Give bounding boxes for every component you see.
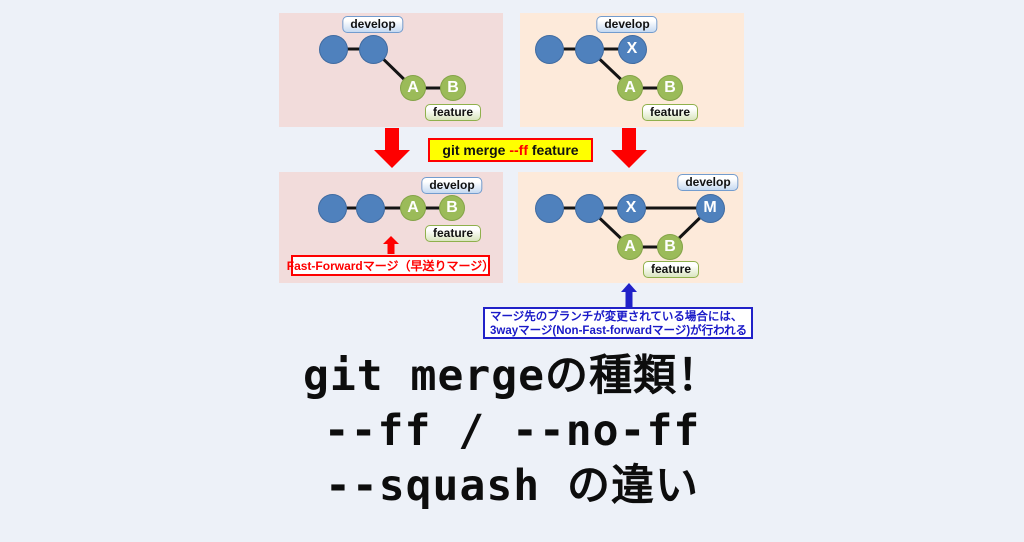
branch-lines bbox=[330, 206, 454, 210]
merge-arrow-down-left bbox=[374, 128, 410, 168]
commit-node bbox=[534, 193, 564, 223]
merge-arrow-down-right bbox=[611, 128, 647, 168]
fast-forward-annotation: Fast-Forwardマージ（早送りマージ） bbox=[287, 255, 494, 276]
develop-branch-label: develop bbox=[342, 16, 404, 33]
command-prefix: git merge bbox=[442, 142, 510, 158]
commit-node-a: A bbox=[400, 195, 426, 221]
title-line2: --ff / --no-ff bbox=[323, 406, 701, 456]
commit-node-a: A bbox=[400, 75, 426, 101]
command-ff-flag: --ff bbox=[509, 142, 528, 158]
commit-node bbox=[355, 193, 385, 223]
title-line1: git mergeの種類！ bbox=[303, 351, 721, 401]
commit-node bbox=[534, 34, 564, 64]
title-line3: --squash の違い bbox=[325, 461, 699, 511]
three-way-annotation-line2: 3wayマージ(Non-Fast-forwardマージ)が行われる bbox=[490, 325, 748, 337]
panel-before-three-way: X A B develop feature bbox=[520, 13, 744, 127]
commit-node-a: A bbox=[617, 234, 643, 260]
commit-node-b: B bbox=[440, 75, 466, 101]
command-suffix: feature bbox=[527, 142, 579, 158]
commit-node-a: A bbox=[617, 75, 643, 101]
three-way-annotation-line1: マージ先のブランチが変更されている場合には、 bbox=[490, 311, 743, 323]
commit-node bbox=[574, 34, 604, 64]
panel-after-three-way: X M A B develop feature bbox=[518, 172, 743, 283]
feature-branch-label: feature bbox=[424, 104, 482, 121]
commit-node-b: B bbox=[657, 75, 683, 101]
commit-node-b: B bbox=[657, 234, 683, 260]
commit-node-x: X bbox=[616, 193, 646, 223]
develop-branch-label: develop bbox=[596, 16, 658, 33]
page-title: git mergeの種類！ --ff / --no-ff --squash の違… bbox=[0, 349, 1024, 514]
commit-node bbox=[574, 193, 604, 223]
three-way-annotation: マージ先のブランチが変更されている場合には、 3wayマージ(Non-Fast-… bbox=[483, 307, 753, 339]
commit-node-b: B bbox=[439, 195, 465, 221]
feature-branch-label: feature bbox=[642, 261, 700, 278]
commit-node-m: M bbox=[695, 193, 725, 223]
three-way-pointer-arrow bbox=[621, 283, 637, 309]
develop-branch-label: develop bbox=[677, 174, 739, 191]
panel-before-fast-forward: A B develop feature bbox=[279, 13, 503, 127]
commit-node-x: X bbox=[617, 34, 647, 64]
develop-branch-label: develop bbox=[421, 177, 483, 194]
commit-node bbox=[358, 34, 388, 64]
panel-after-fast-forward: A B develop feature Fast-Forwardマージ（早送りマ… bbox=[279, 172, 503, 283]
commit-node bbox=[317, 193, 347, 223]
commit-node bbox=[318, 34, 348, 64]
git-merge-command-box: git merge --ff feature bbox=[428, 138, 593, 162]
feature-branch-label: feature bbox=[641, 104, 699, 121]
feature-branch-label: feature bbox=[424, 225, 482, 242]
fast-forward-pointer-arrow bbox=[383, 236, 399, 254]
